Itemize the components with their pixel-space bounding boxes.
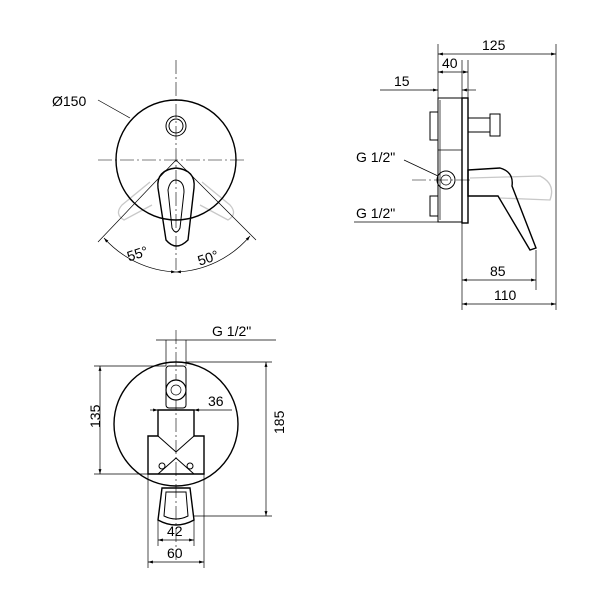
side-diverter-stem (467, 117, 491, 133)
dim-185-label: 185 (271, 410, 287, 434)
angle-arc-right (175, 235, 251, 274)
front-view: Ø150 55° 50° (52, 60, 257, 274)
side-body-upper-boss (429, 111, 439, 141)
side-valve-body (437, 97, 463, 223)
side-thread-upper-inner (440, 174, 452, 186)
angle-left-label: 55° (125, 243, 150, 265)
thread-lower-label: G 1/2" (356, 205, 395, 221)
side-body-lower-boss (429, 195, 439, 217)
thread-upper-leader (403, 159, 439, 177)
back-top-thread-inner (170, 384, 182, 396)
dim-36-label: 36 (208, 393, 224, 409)
dim-85-label: 85 (490, 263, 506, 279)
dim-110-label: 110 (494, 287, 517, 303)
side-diverter-knob (489, 113, 501, 137)
back-body-screw-left (158, 462, 166, 470)
dim-40-label: 40 (442, 55, 458, 71)
handle-ghost-right (199, 181, 235, 221)
diverter-knob-inner (168, 118, 184, 134)
side-handle-ghost (469, 175, 553, 201)
diverter-knob-outer (165, 115, 187, 137)
diameter-leader (97, 99, 131, 119)
angle-right-label: 50° (195, 247, 220, 269)
back-lever-handle-inner (163, 491, 189, 520)
diameter-label: Ø150 (52, 93, 86, 109)
side-view: 125 40 15 G 1/2" G 1/2" 85 110 (354, 37, 557, 310)
dim-42-label: 42 (167, 523, 183, 539)
lever-handle-inner (167, 179, 185, 233)
dim-135-label: 135 (87, 404, 103, 428)
handle-ghost-left (117, 181, 153, 221)
back-view: G 1/2" 135 185 36 42 60 (87, 323, 287, 568)
side-thread-upper (436, 170, 456, 190)
angle-line-right (175, 159, 257, 241)
dim-60-label: 60 (167, 545, 183, 561)
back-body-screw-right (186, 462, 194, 470)
back-cover-plate-circle (113, 361, 239, 487)
angle-line-left (97, 159, 177, 243)
back-body-chevron-upper (157, 435, 195, 453)
dim-15-label: 15 (394, 73, 410, 89)
dim-125-label: 125 (482, 37, 506, 53)
side-lever-handle (467, 167, 537, 251)
side-cover-plate (461, 97, 469, 224)
back-thread-label: G 1/2" (212, 323, 251, 339)
angle-arc-left (103, 237, 177, 274)
cover-plate-circle (115, 99, 237, 221)
back-top-thread (165, 379, 187, 401)
thread-upper-label: G 1/2" (356, 149, 395, 165)
